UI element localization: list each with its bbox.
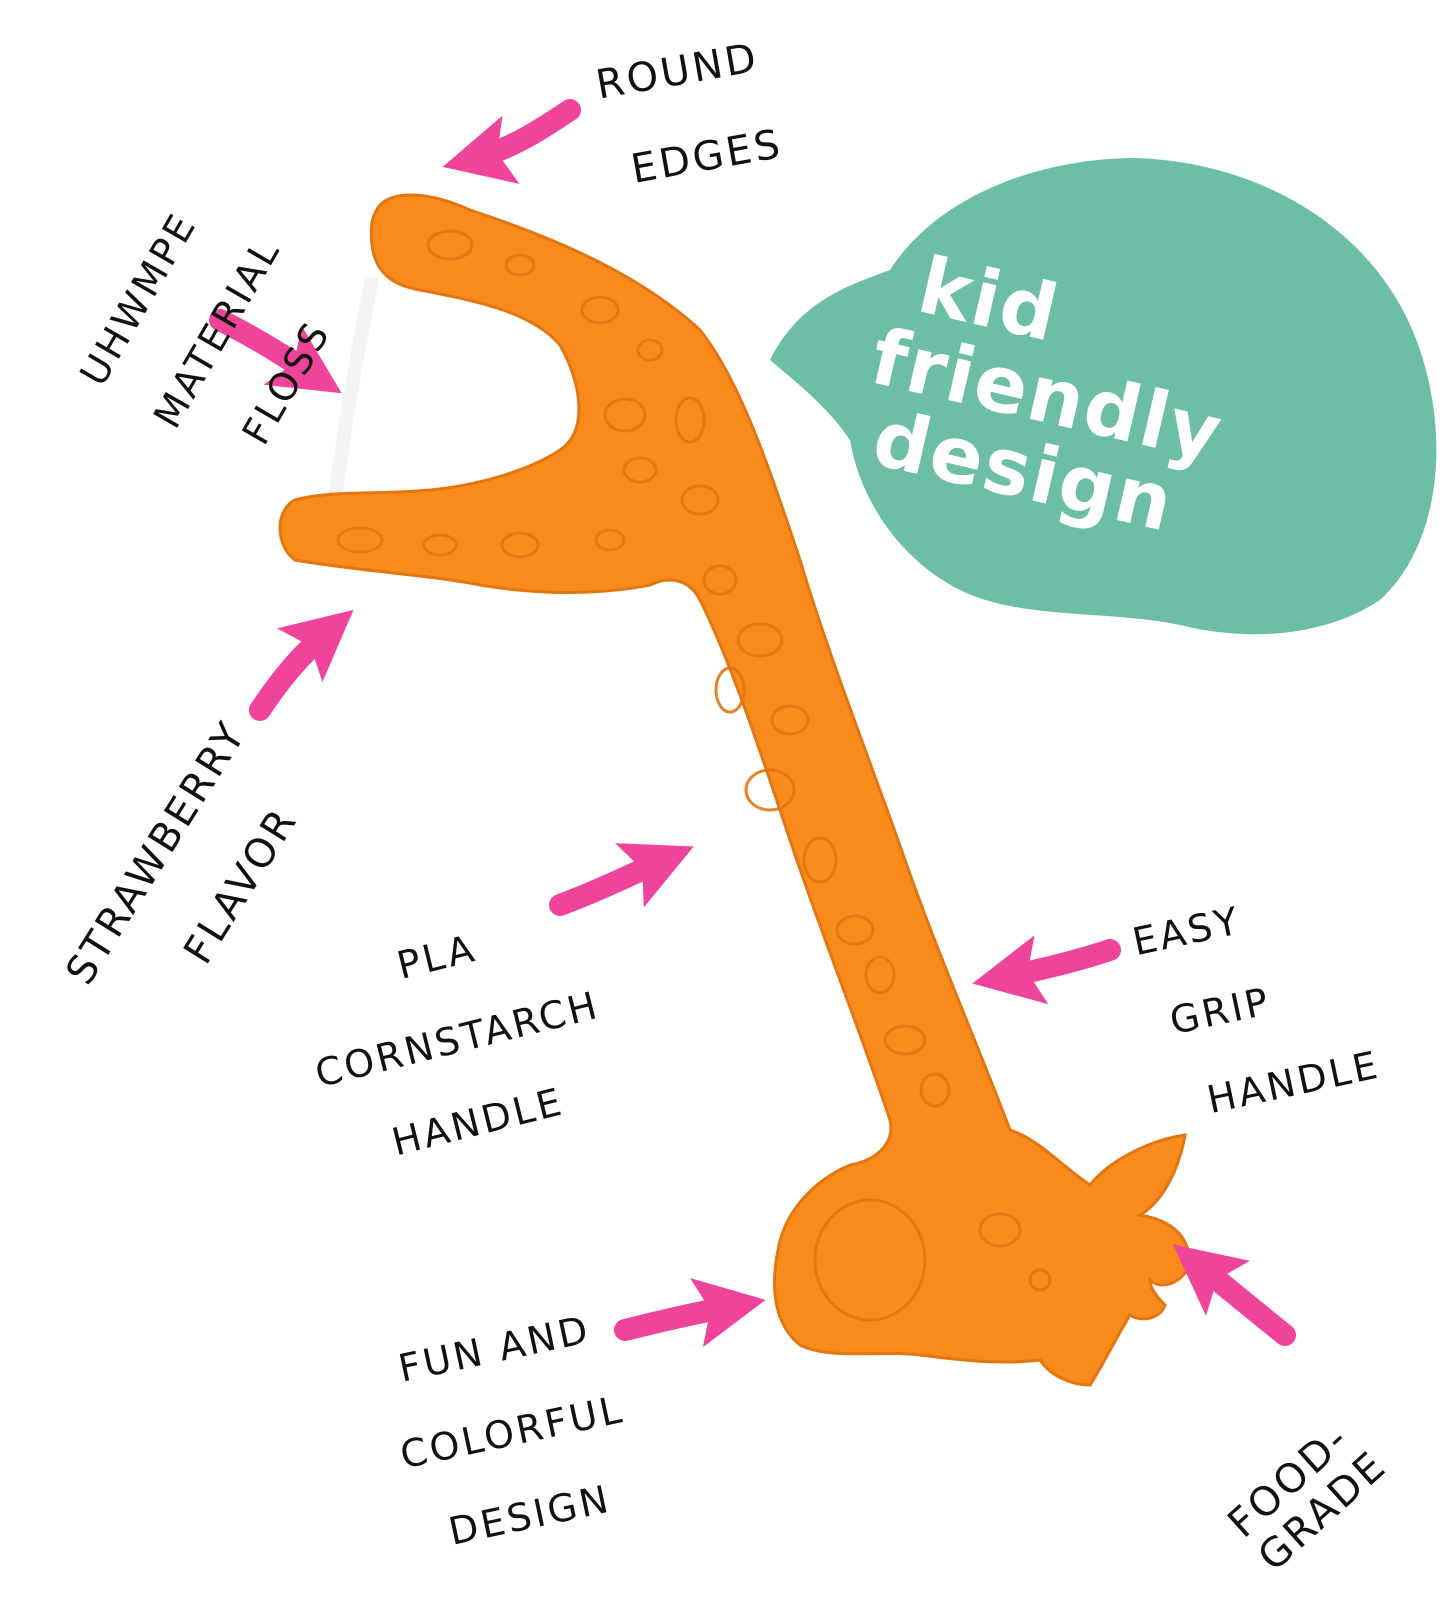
round-edges-line-1: ROUND (592, 34, 763, 109)
easy-grip-line-2: GRIP (1165, 978, 1275, 1043)
pla-line-3: HANDLE (387, 1078, 569, 1165)
speech-bubble-icon (770, 158, 1437, 635)
pink-arrow-icon (549, 843, 694, 916)
floss-string (328, 276, 379, 501)
product-infographic: KiD FRieNDLY DeSiGN ROUND EDGES UHWMPE M… (57, 34, 1437, 1580)
pink-arrow-icon (972, 935, 1121, 1005)
fun-line-1: FUN AND (394, 1306, 595, 1391)
giraffe-floss-pick-icon (278, 193, 1192, 1387)
infographic-graphics (209, 99, 1437, 1387)
pink-arrow-icon (209, 309, 342, 394)
pink-arrow-icon (249, 609, 354, 721)
pink-arrow-icon (442, 99, 581, 184)
easy-grip-line-3: HANDLE (1203, 1042, 1384, 1122)
fun-line-3: DESIGN (444, 1476, 615, 1554)
easy-grip-line-1: EASY (1128, 897, 1245, 964)
fun-line-2: COLORFUL (396, 1386, 628, 1477)
pink-arrow-icon (614, 1278, 766, 1348)
round-edges-line-2: EDGES (627, 121, 787, 194)
pink-arrow-icon (1173, 1244, 1296, 1346)
